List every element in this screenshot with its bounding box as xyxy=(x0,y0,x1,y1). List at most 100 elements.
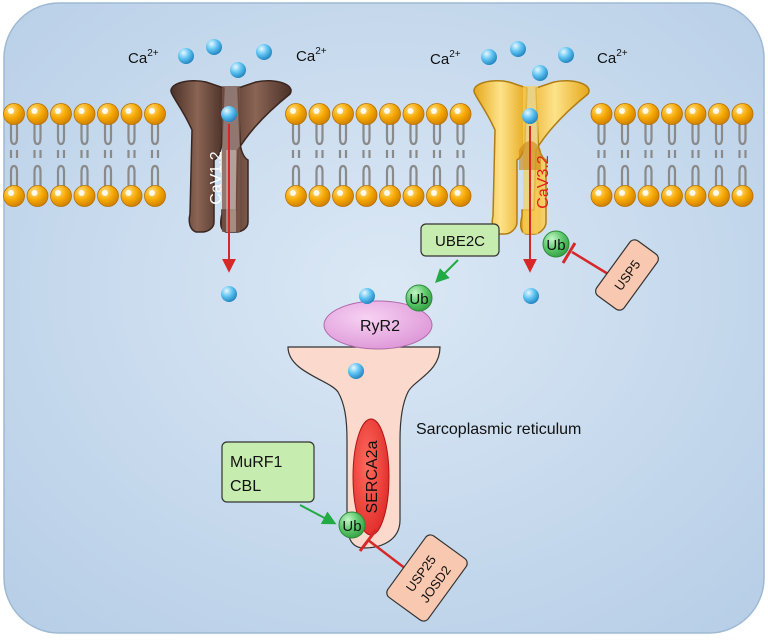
lipid-head-highlight xyxy=(736,190,743,196)
lipid-tail xyxy=(691,164,700,186)
calcium-label: Ca2+ xyxy=(430,49,461,68)
lipid-head xyxy=(308,185,331,207)
calcium-ion xyxy=(230,62,246,78)
lipid-head-highlight xyxy=(689,190,696,196)
lipid-head-highlight xyxy=(149,108,155,114)
lipid-tail xyxy=(56,150,66,158)
lipid-head-highlight xyxy=(313,190,320,196)
lipid-tail xyxy=(291,150,301,158)
lipid-tail xyxy=(103,164,113,186)
lipid-head xyxy=(50,103,72,125)
lipid-head xyxy=(731,103,754,125)
lipid-head-highlight xyxy=(102,108,108,114)
lipid-tail xyxy=(667,164,677,186)
lipid-head-highlight xyxy=(55,190,61,196)
cav32-label: CaV3.2 xyxy=(535,155,552,208)
lipid-head-highlight xyxy=(431,190,437,196)
lipid-head-highlight xyxy=(290,108,296,114)
lipid-tail xyxy=(385,150,395,158)
ubiquitin-badge xyxy=(338,511,366,539)
lipid-tail xyxy=(620,150,630,158)
lipid-head-highlight xyxy=(713,190,719,196)
calcium-ion xyxy=(523,288,539,304)
lipid-tail xyxy=(432,150,442,158)
calcium-ion xyxy=(178,48,194,64)
lipid-head xyxy=(120,185,143,207)
murf1-label: MuRF1 xyxy=(230,454,283,471)
calcium-ion xyxy=(481,49,497,65)
lipid-tail xyxy=(385,164,395,186)
ryr2-label: RyR2 xyxy=(360,318,400,335)
lipid-head-highlight xyxy=(78,108,85,114)
lipid-head xyxy=(26,185,49,207)
ubiquitin-badge xyxy=(542,230,570,258)
lipid-head xyxy=(285,103,307,125)
lipid-head xyxy=(614,103,636,125)
lipid-head-highlight xyxy=(125,190,132,196)
lipid-head-highlight xyxy=(642,108,649,114)
lipid-head xyxy=(684,185,707,207)
lipid-tail xyxy=(315,124,324,146)
lipid-head-highlight xyxy=(736,108,743,114)
ubiquitin-label: Ub xyxy=(342,518,361,535)
lipid-head-highlight xyxy=(313,108,320,114)
lipid-tail xyxy=(409,124,418,146)
lipid-tail xyxy=(103,150,113,158)
lipid-head xyxy=(144,103,166,125)
lipid-tail xyxy=(315,164,324,186)
lipid-tail xyxy=(33,124,42,146)
cav32-channel: CaV3.2 xyxy=(473,80,590,273)
lipid-head-highlight xyxy=(384,190,390,196)
lipid-tails xyxy=(9,124,747,186)
lipid-head-highlight xyxy=(337,108,343,114)
usp5-inhibition-line xyxy=(571,250,614,279)
lipid-head-highlight xyxy=(407,108,414,114)
lipid-tail xyxy=(362,150,371,158)
lipid-head-highlight xyxy=(689,108,696,114)
lipid-tail xyxy=(456,124,465,146)
lipid-head xyxy=(332,103,354,125)
lipid-tail xyxy=(291,164,301,186)
lipid-tail xyxy=(644,124,653,146)
ube2c-activation-arrow xyxy=(435,259,459,283)
lipid-head-highlight xyxy=(55,108,61,114)
lipid-head xyxy=(379,185,401,207)
lipid-tail xyxy=(9,164,19,186)
lipid-head xyxy=(708,185,730,207)
lipid-head-highlight xyxy=(337,190,343,196)
lipid-tail xyxy=(33,150,42,158)
lipid-head-highlight xyxy=(619,108,625,114)
lipid-head xyxy=(426,185,448,207)
calcium-ion xyxy=(221,106,237,122)
ubiquitin-label: Ub xyxy=(409,291,428,308)
lipid-tail xyxy=(644,150,653,158)
lipid-head xyxy=(26,103,49,125)
lipid-tail xyxy=(738,150,747,158)
lipid-tail xyxy=(691,124,700,146)
calcium-ion xyxy=(510,41,526,57)
lipid-head-highlight xyxy=(384,108,390,114)
lipid-tail xyxy=(150,164,160,186)
lipid-head xyxy=(144,185,166,207)
usp5-box: USP5 xyxy=(595,239,659,311)
lipid-head-highlight xyxy=(290,190,296,196)
lipid-tail xyxy=(597,164,606,186)
lipid-tail xyxy=(291,124,301,146)
lipid-tail xyxy=(33,164,42,186)
lipid-tail xyxy=(667,124,677,146)
lipid-head xyxy=(97,103,119,125)
lipid-tail xyxy=(127,150,136,158)
lipid-head-highlight xyxy=(713,108,719,114)
lipid-tail xyxy=(714,164,724,186)
lipid-head xyxy=(402,185,425,207)
lipid-head xyxy=(3,103,25,125)
lipid-head xyxy=(708,103,730,125)
extracellular-calcium-ions xyxy=(178,39,574,81)
lipid-head xyxy=(590,185,613,207)
lipid-tail xyxy=(738,124,747,146)
calcium-label: Ca2+ xyxy=(597,48,628,67)
lipid-tail xyxy=(456,150,465,158)
lipid-head xyxy=(637,185,660,207)
